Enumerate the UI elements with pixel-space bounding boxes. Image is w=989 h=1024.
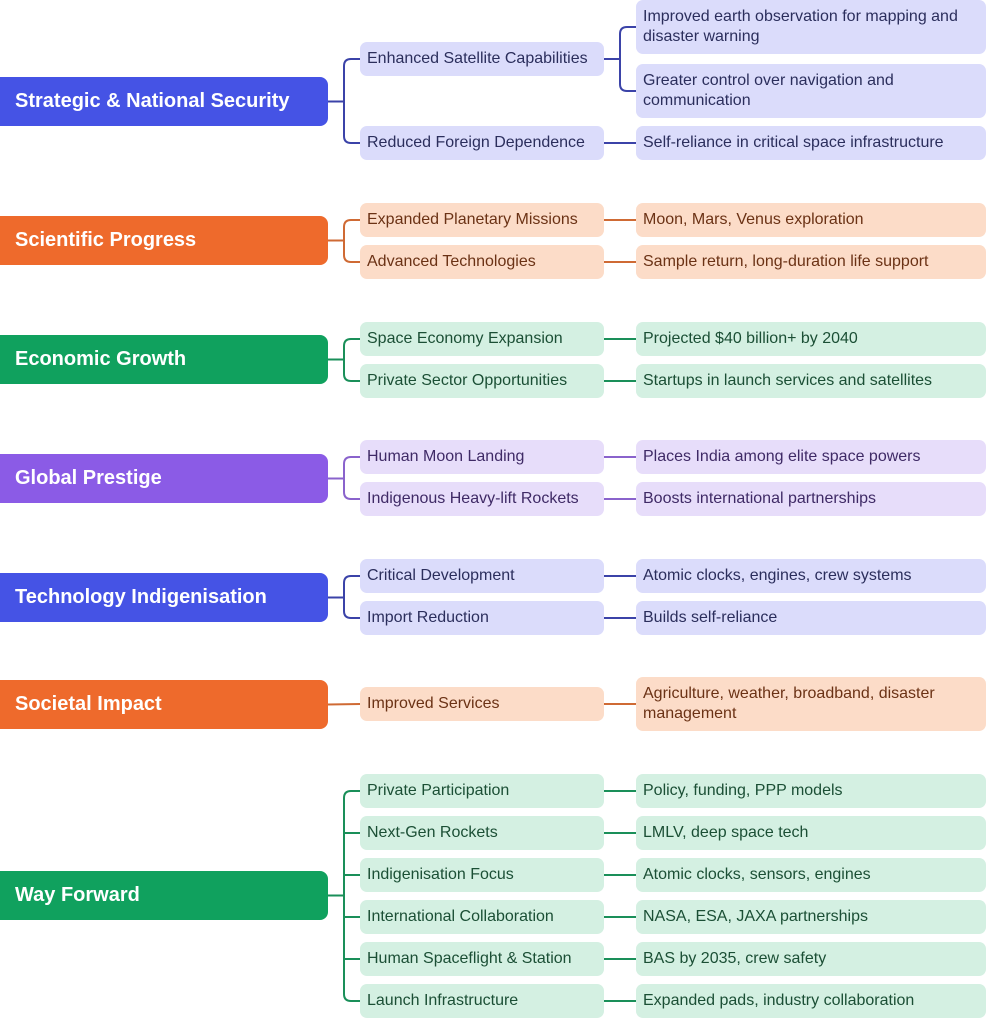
branch-node-enhanced-satellite-capabilities: Enhanced Satellite Capabilities [360, 42, 604, 76]
connector-root-to-branch [343, 219, 360, 263]
root-node-strategic-and-national-security: Strategic & National Security [0, 77, 328, 126]
detail-node: Policy, funding, PPP models [636, 774, 986, 808]
detail-node: Improved earth observation for mapping a… [636, 0, 986, 54]
detail-node: Atomic clocks, engines, crew systems [636, 559, 986, 593]
branch-node-human-spaceflight-and-station: Human Spaceflight & Station [360, 942, 604, 976]
detail-node: Moon, Mars, Venus exploration [636, 203, 986, 237]
detail-node: Projected $40 billion+ by 2040 [636, 322, 986, 356]
detail-node: BAS by 2035, crew safety [636, 942, 986, 976]
connector-root-to-branch [343, 338, 360, 382]
detail-node: Boosts international partnerships [636, 482, 986, 516]
branch-node-expanded-planetary-missions: Expanded Planetary Missions [360, 203, 604, 237]
root-node-scientific-progress: Scientific Progress [0, 216, 328, 265]
detail-node: Startups in launch services and satellit… [636, 364, 986, 398]
connector-root-to-branch [343, 575, 360, 619]
root-node-global-prestige: Global Prestige [0, 454, 328, 503]
detail-node: Expanded pads, industry collaboration [636, 984, 986, 1018]
branch-node-space-economy-expansion: Space Economy Expansion [360, 322, 604, 356]
branch-node-international-collaboration: International Collaboration [360, 900, 604, 934]
root-node-technology-indigenisation: Technology Indigenisation [0, 573, 328, 622]
detail-node: Atomic clocks, sensors, engines [636, 858, 986, 892]
root-node-way-forward: Way Forward [0, 871, 328, 920]
branch-node-critical-development: Critical Development [360, 559, 604, 593]
branch-node-next-gen-rockets: Next-Gen Rockets [360, 816, 604, 850]
connector-root-to-branch [327, 703, 361, 706]
branch-node-improved-services: Improved Services [360, 687, 604, 721]
connector-branch-to-detail [619, 26, 636, 92]
detail-node: Builds self-reliance [636, 601, 986, 635]
connector-root-to-branch [343, 456, 360, 500]
branch-node-reduced-foreign-dependence: Reduced Foreign Dependence [360, 126, 604, 160]
detail-node: Sample return, long-duration life suppor… [636, 245, 986, 279]
detail-node: NASA, ESA, JAXA partnerships [636, 900, 986, 934]
detail-node: LMLV, deep space tech [636, 816, 986, 850]
branch-node-human-moon-landing: Human Moon Landing [360, 440, 604, 474]
root-node-societal-impact: Societal Impact [0, 680, 328, 729]
branch-node-launch-infrastructure: Launch Infrastructure [360, 984, 604, 1018]
detail-node: Agriculture, weather, broadband, disaste… [636, 677, 986, 731]
detail-node: Greater control over navigation and comm… [636, 64, 986, 118]
branch-node-private-sector-opportunities: Private Sector Opportunities [360, 364, 604, 398]
connector-root-to-branch [343, 58, 360, 144]
branch-node-indigenisation-focus: Indigenisation Focus [360, 858, 604, 892]
detail-node: Self-reliance in critical space infrastr… [636, 126, 986, 160]
root-node-economic-growth: Economic Growth [0, 335, 328, 384]
connector-root-to-branch [343, 790, 360, 1002]
branch-node-indigenous-heavy-lift-rockets: Indigenous Heavy-lift Rockets [360, 482, 604, 516]
branch-node-import-reduction: Import Reduction [360, 601, 604, 635]
branch-node-advanced-technologies: Advanced Technologies [360, 245, 604, 279]
detail-node: Places India among elite space powers [636, 440, 986, 474]
branch-node-private-participation: Private Participation [360, 774, 604, 808]
